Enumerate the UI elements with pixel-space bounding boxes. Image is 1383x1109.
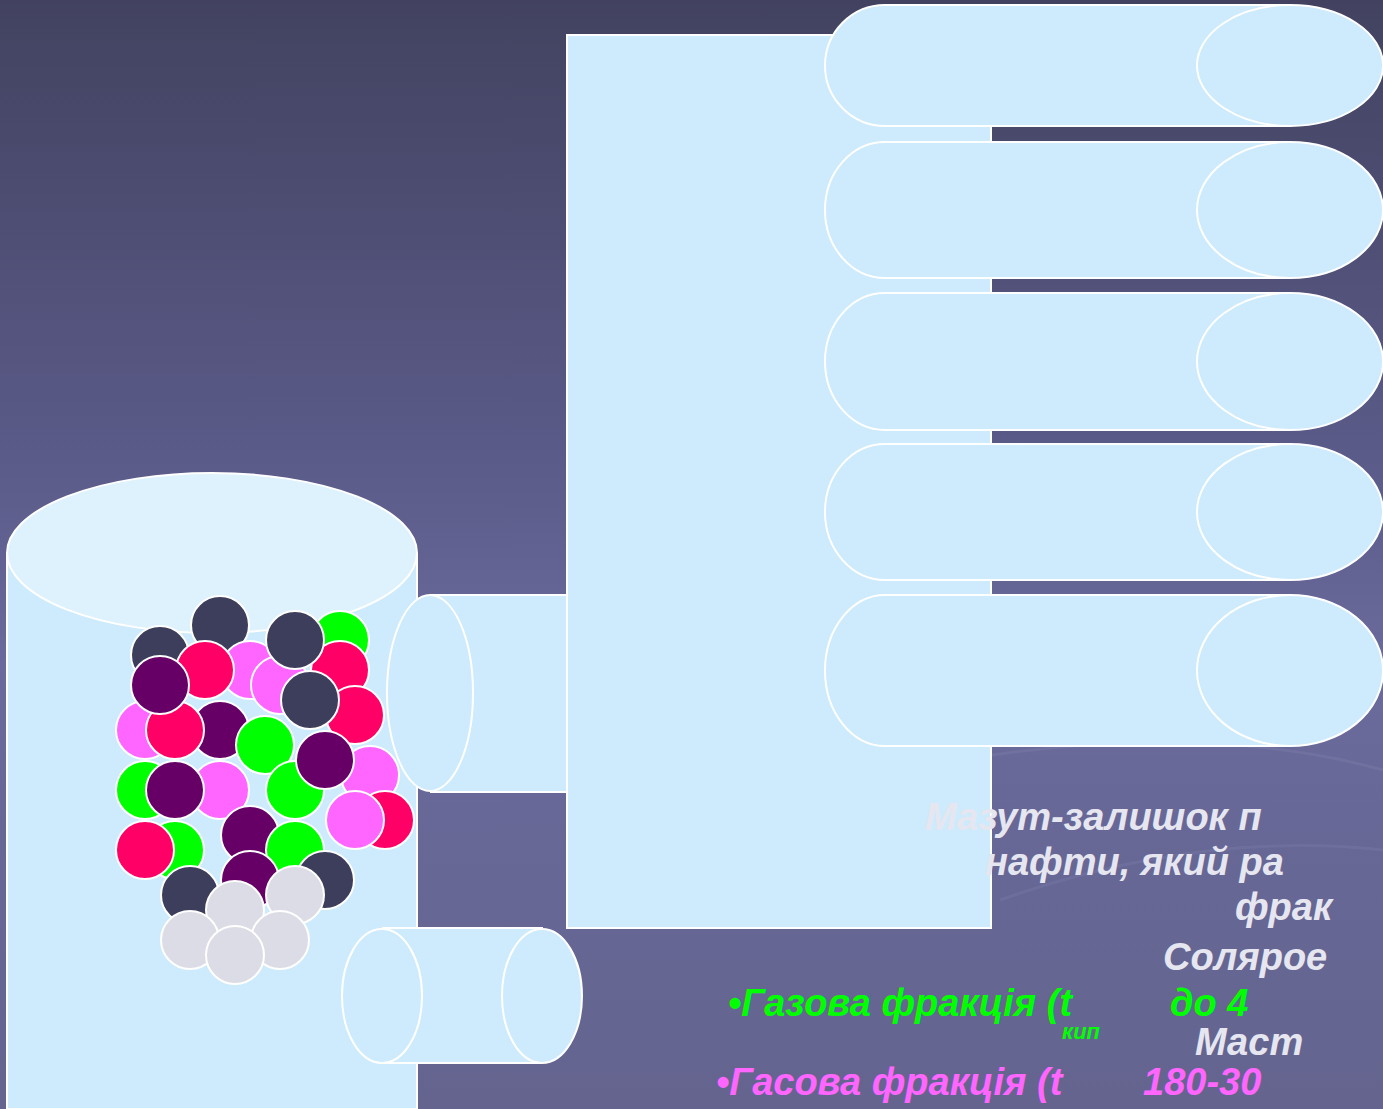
outlet-pipe-end <box>1197 595 1383 746</box>
note-text: Мазут-залишок п <box>925 797 1262 839</box>
outlet-pipe-end <box>1197 293 1383 430</box>
feed-pipe-end <box>387 595 473 791</box>
residue-pipe-end <box>502 929 582 1063</box>
molecule-ball <box>326 791 384 849</box>
molecule-ball <box>266 611 324 669</box>
molecule-ball <box>116 821 174 879</box>
temperature: до 4 <box>1170 983 1248 1025</box>
molecule-ball <box>146 761 204 819</box>
note-text: нафти, який ра <box>985 842 1284 884</box>
molecule-ball <box>131 656 189 714</box>
subscript: кип <box>1062 1020 1100 1044</box>
fraction-name: Маст <box>1195 1022 1303 1064</box>
molecule-ball <box>296 731 354 789</box>
molecule-ball <box>206 926 264 984</box>
note-text: фрак <box>1235 887 1332 929</box>
outlet-pipe-end <box>1197 444 1383 580</box>
outlet-pipe-end <box>1197 5 1383 126</box>
fraction-item: •Гасова фракція (t <box>716 1062 1062 1104</box>
residue-pipe-end <box>342 929 422 1063</box>
molecule-ball <box>281 671 339 729</box>
fraction-name: Солярое <box>1163 937 1327 979</box>
temperature: 180-30 <box>1143 1062 1261 1104</box>
outlet-pipe-end <box>1197 142 1383 278</box>
fraction-item: •Газова фракція (t <box>728 983 1072 1025</box>
